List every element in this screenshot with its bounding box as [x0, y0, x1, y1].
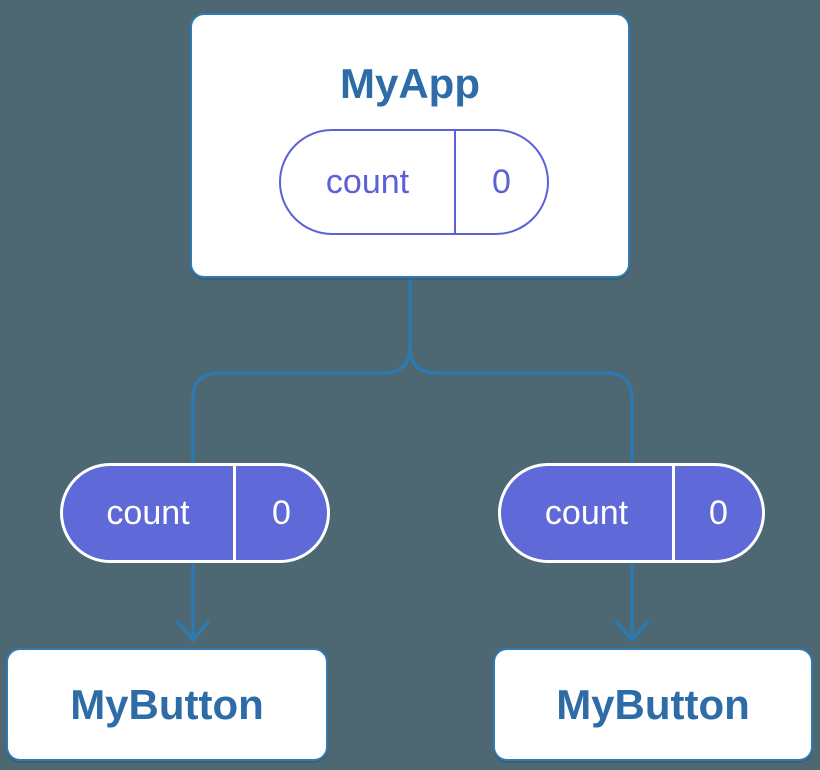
- props-value: 0: [709, 493, 728, 532]
- left-props-pill: count 0: [60, 463, 330, 563]
- child-component-title: MyButton: [556, 680, 750, 728]
- parent-component-title: MyApp: [340, 60, 480, 107]
- props-name: count: [544, 493, 629, 532]
- parent-component-card: MyApp count 0: [190, 13, 630, 278]
- right-branch-line: [408, 345, 634, 638]
- pill-divider: [233, 466, 236, 560]
- right-props-pill: count 0: [498, 463, 765, 563]
- pill-divider: [454, 131, 456, 233]
- props-value: 0: [272, 493, 291, 532]
- right-child-component-card: MyButton: [493, 648, 813, 761]
- state-value: 0: [492, 162, 511, 201]
- left-child-component-card: MyButton: [6, 648, 328, 761]
- child-component-title: MyButton: [70, 680, 264, 728]
- pill-divider: [672, 466, 675, 560]
- right-arrow-head: [615, 620, 649, 642]
- parent-state-pill: count 0: [279, 129, 549, 235]
- state-name: count: [325, 162, 410, 201]
- left-arrow-head: [176, 620, 210, 642]
- left-branch-line: [191, 345, 412, 638]
- props-name: count: [106, 493, 190, 532]
